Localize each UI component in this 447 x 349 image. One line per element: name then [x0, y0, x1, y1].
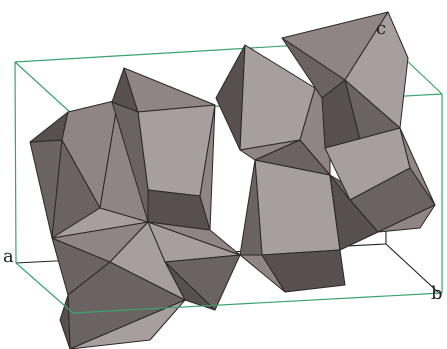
axis-label-c: c: [376, 20, 386, 38]
axis-label-b: b: [431, 285, 443, 303]
polyhedra: [30, 12, 435, 349]
axis-label-a: a: [3, 248, 14, 266]
octahedron-right: [325, 128, 435, 250]
